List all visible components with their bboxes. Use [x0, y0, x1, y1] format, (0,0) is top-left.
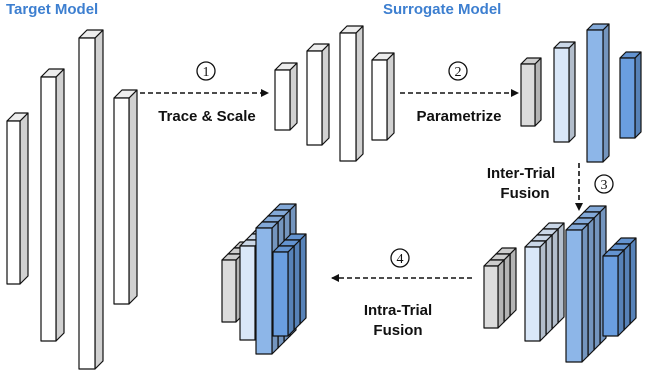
intra-stack-4: [272, 233, 307, 337]
target-layer-4: [113, 89, 138, 305]
step-4-label-line-2: Fusion: [373, 322, 422, 339]
surrogate-model-title: Surrogate Model: [383, 1, 502, 18]
target-model-layers: [6, 29, 138, 370]
inter-stack-1: [483, 247, 517, 329]
intra-trial-fused-layers: [221, 203, 307, 355]
intra-stack-1-slice-1: [221, 253, 243, 323]
surrogate-layer-4: [619, 51, 642, 139]
scaled-layer-2: [306, 43, 330, 146]
step-1-label: Trace & Scale: [158, 108, 256, 125]
surrogate-layer-3: [586, 23, 610, 163]
surrogate-layer-2: [553, 41, 576, 143]
step-2-badge: [448, 61, 468, 81]
step-3: 3 Inter-Trial Fusion: [487, 163, 614, 211]
target-layer-3: [78, 29, 104, 370]
inter-stack-1-slice-1: [483, 259, 505, 329]
step-1-number: 1: [203, 65, 210, 80]
intra-stack-4-slice-1: [272, 245, 295, 337]
inter-stack-4: [602, 237, 637, 337]
step-4: 4 Intra-Trial Fusion: [331, 248, 472, 339]
inter-stack-3-slice-1: [565, 223, 589, 363]
surrogate-model-layers: [520, 23, 642, 163]
target-model-title: Target Model: [6, 1, 99, 18]
inter-stack-3: [565, 205, 607, 363]
surrogate-layer-1: [520, 57, 542, 127]
scaled-layer-4: [371, 52, 395, 141]
inter-stack-2-slice-1: [524, 240, 547, 342]
inter-stack-2: [524, 222, 565, 342]
step-1: 1 Trace & Scale: [140, 61, 269, 125]
scaled-layer-1: [274, 62, 298, 131]
step-4-number: 4: [397, 252, 404, 267]
step-4-label-line-1: Intra-Trial: [364, 302, 432, 319]
step-2: 2 Parametrize: [400, 61, 519, 125]
step-4-badge: [390, 248, 410, 268]
step-3-label-line-1: Inter-Trial: [487, 165, 555, 182]
target-layer-2: [40, 68, 65, 342]
step-3-badge: [594, 174, 614, 194]
step-2-label: Parametrize: [416, 108, 501, 125]
step-3-number: 3: [601, 178, 608, 193]
step-3-label-line-2: Fusion: [500, 185, 549, 202]
step-2-number: 2: [455, 65, 462, 80]
step-1-badge: [196, 61, 216, 81]
inter-stack-4-slice-1: [602, 249, 625, 337]
scaled-model-layers: [274, 25, 395, 162]
scaled-layer-3: [339, 25, 364, 162]
inter-trial-fused-layers: [483, 205, 637, 363]
target-layer-1: [6, 112, 29, 285]
